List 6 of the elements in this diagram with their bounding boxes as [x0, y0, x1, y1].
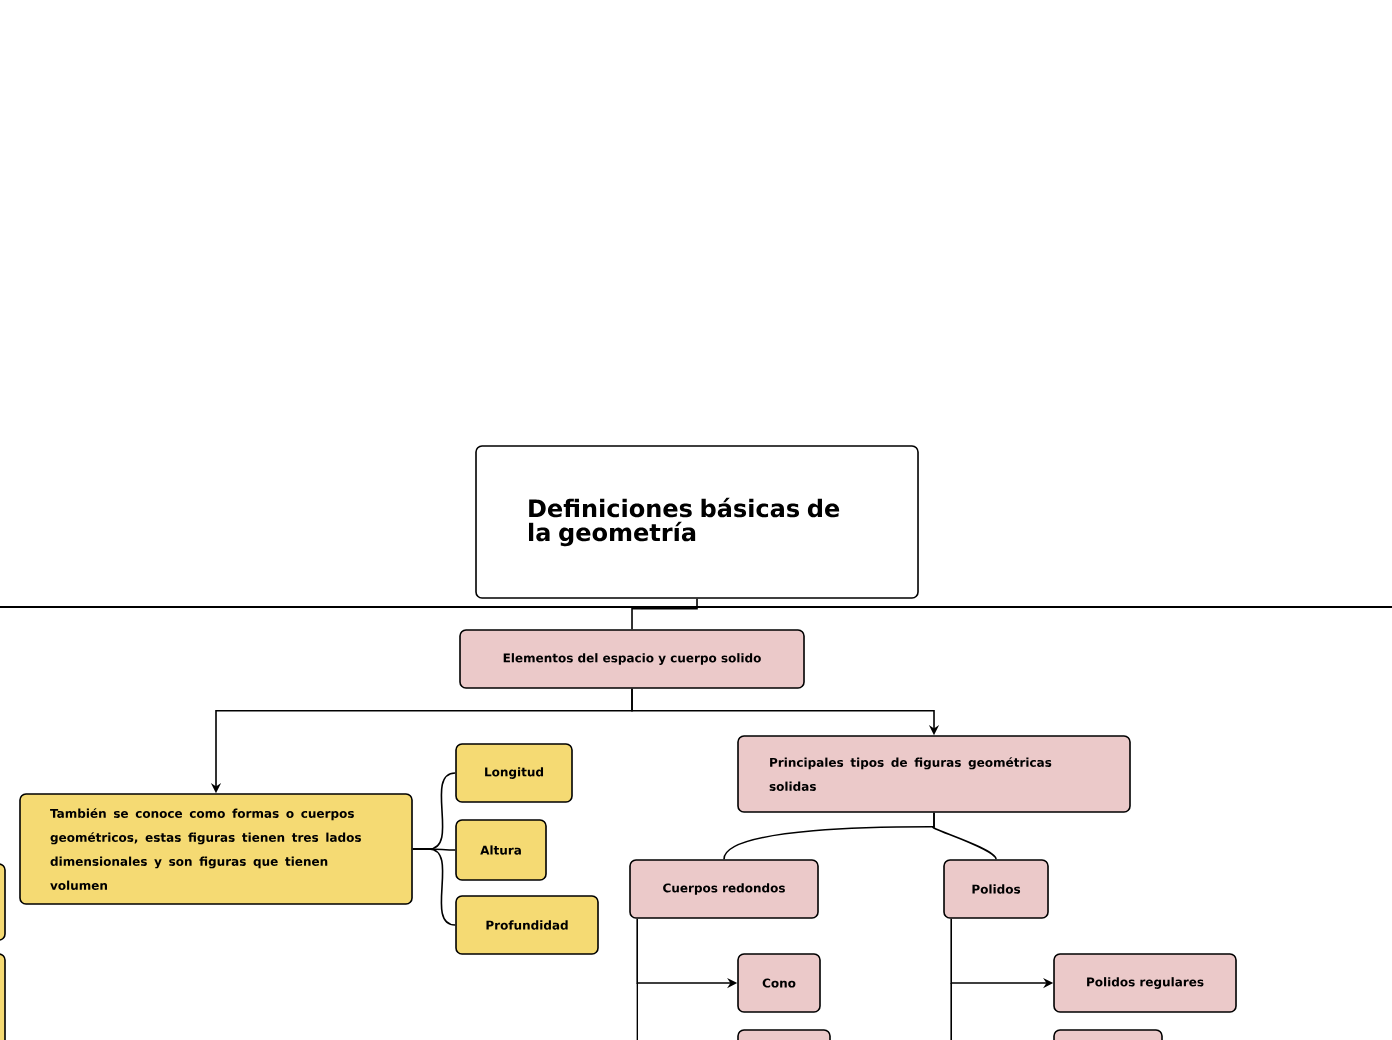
partial-box	[737, 1029, 831, 1040]
connector	[412, 848, 456, 926]
partial-box	[1053, 1029, 1163, 1040]
connector	[631, 598, 698, 630]
title-box: Definiciones básicas de la geometría	[475, 445, 919, 599]
connector	[932, 812, 997, 860]
